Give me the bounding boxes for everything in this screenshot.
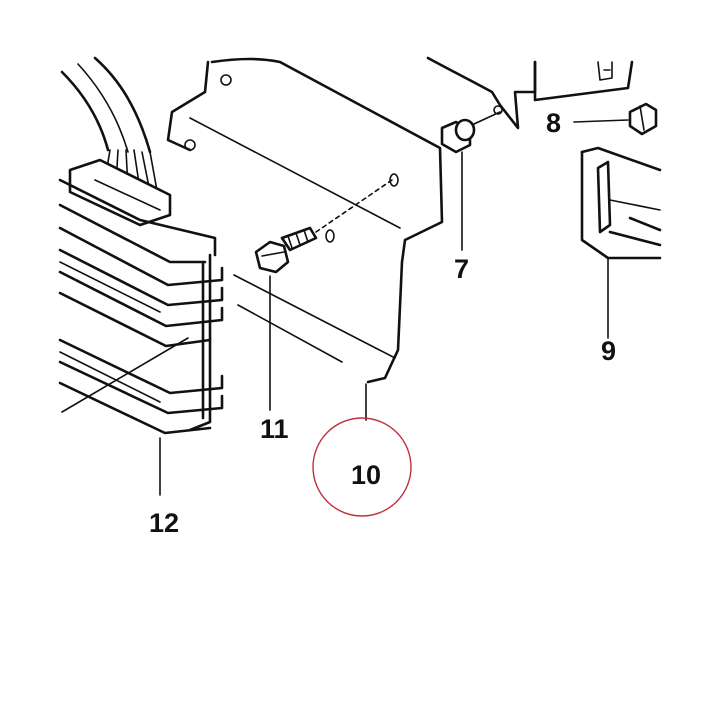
part-label-8: 8 <box>546 108 561 138</box>
nut-part-7 <box>440 111 501 251</box>
highlight-circle <box>312 417 412 517</box>
cap-nut-part-8 <box>573 102 658 136</box>
upper-module <box>426 56 634 130</box>
part-label-9: 9 <box>601 336 616 366</box>
part-label-11: 11 <box>260 414 289 444</box>
part-label-12: 12 <box>149 508 179 538</box>
bolt-part-11 <box>254 179 393 411</box>
part-label-7: 7 <box>454 254 469 284</box>
mounting-bracket-part-10 <box>166 57 444 421</box>
part-label-10: 10 <box>351 460 381 490</box>
bracket-part-9 <box>580 146 662 339</box>
control-unit-part-12 <box>58 158 224 496</box>
